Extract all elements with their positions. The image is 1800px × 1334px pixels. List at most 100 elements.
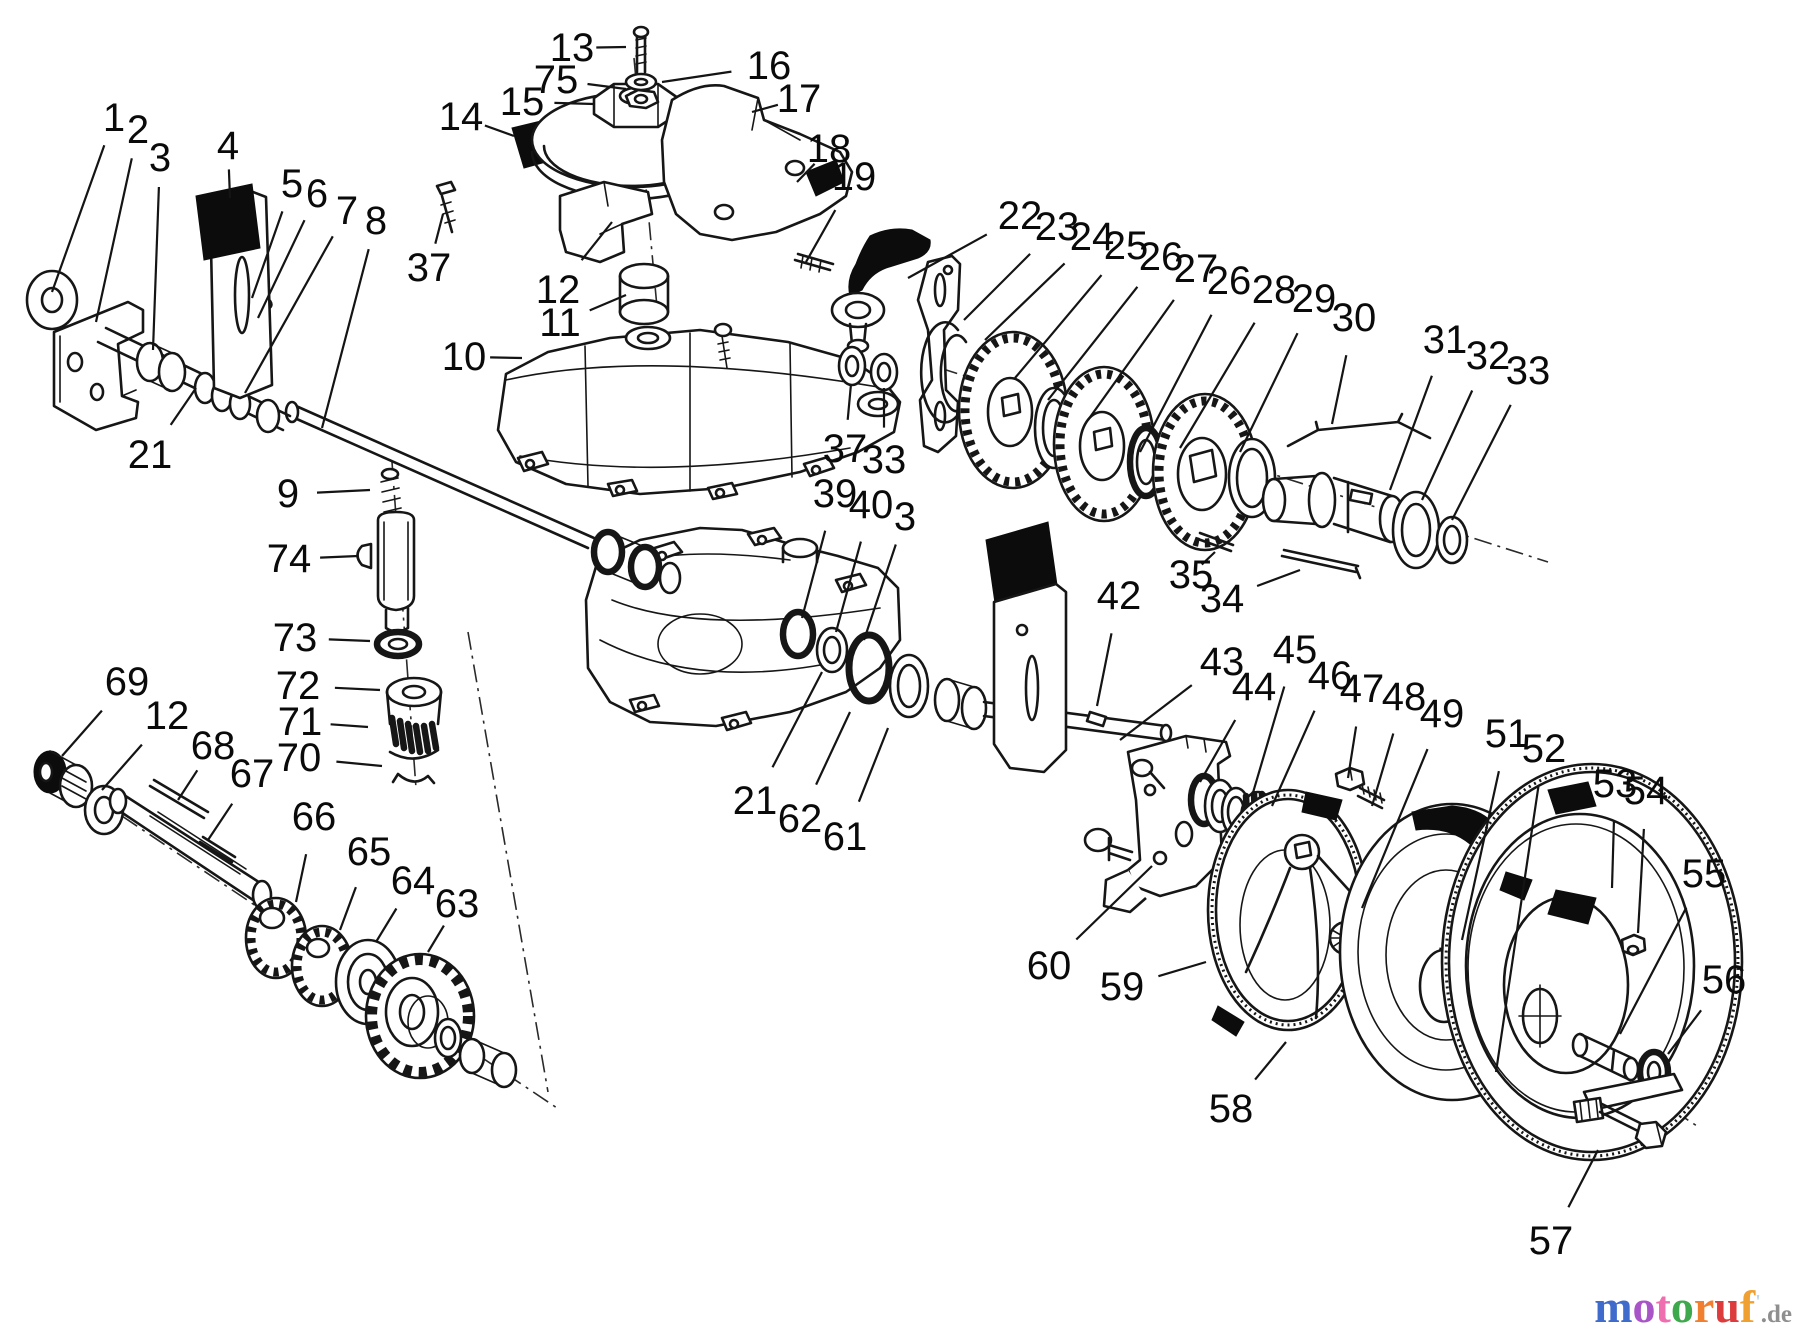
callout-6-5: 6 <box>306 172 328 216</box>
leader-73-57 <box>328 638 371 643</box>
leader-37-8 <box>434 213 445 244</box>
callout-54-51: 54 <box>1624 769 1669 813</box>
callout-46-44: 46 <box>1308 654 1353 698</box>
leader-7-6 <box>244 235 334 394</box>
leader-31-30 <box>1388 375 1433 491</box>
leader-40-36 <box>834 541 862 633</box>
leader-12-62 <box>101 743 143 791</box>
leader-49-47 <box>1360 748 1429 909</box>
callout-39-35: 39 <box>813 472 858 516</box>
callout-4-3: 4 <box>217 124 239 168</box>
leader-62-70 <box>815 711 851 786</box>
callout-33-32: 33 <box>1506 349 1551 393</box>
leader-15-10 <box>554 101 595 106</box>
leader-68-63 <box>177 769 199 801</box>
leader-3-2 <box>151 186 160 351</box>
leader-12-17 <box>580 221 613 261</box>
leader-18-15 <box>796 163 816 183</box>
callout-67-64: 67 <box>230 752 275 796</box>
leader-37-33 <box>846 383 853 420</box>
callout-29-28: 29 <box>1292 277 1337 321</box>
callout-62-70: 62 <box>778 797 823 841</box>
callout-30-29: 30 <box>1332 296 1377 340</box>
height-bracket-assembly <box>985 521 1108 774</box>
callout-35-38: 35 <box>1169 553 1214 597</box>
leader-9-55 <box>316 488 371 494</box>
leader-16-13 <box>661 70 732 84</box>
callout-12-17: 12 <box>536 268 581 312</box>
pinion-shaft-assembly <box>356 467 443 785</box>
leader-5-4 <box>250 211 284 299</box>
callout-3-37: 3 <box>894 495 916 539</box>
logo-letter: t <box>1655 1281 1671 1332</box>
leader-59-73 <box>1158 960 1207 978</box>
logo-letters: motoruf' <box>1594 1281 1761 1332</box>
leader-22-20 <box>907 233 988 279</box>
callout-5-4: 5 <box>281 162 303 206</box>
leader-53-50 <box>1610 821 1615 889</box>
logo-letter: m <box>1594 1281 1633 1332</box>
leader-11-18 <box>589 293 627 312</box>
leader-58-74 <box>1254 1041 1287 1081</box>
callout-16-13: 16 <box>747 44 792 88</box>
leader-35-38 <box>1201 551 1216 566</box>
callout-32-31: 32 <box>1466 334 1511 378</box>
leader-4-3 <box>227 169 232 199</box>
callout-55-52: 55 <box>1682 852 1727 896</box>
leader-69-61 <box>61 709 103 757</box>
leader-19-16 <box>805 209 837 263</box>
callout-71-59: 71 <box>278 700 323 744</box>
callout-75-11: 75 <box>534 58 579 102</box>
upper-gear-case <box>496 262 902 501</box>
callout-28-27: 28 <box>1252 268 1297 312</box>
callout-18-15: 18 <box>807 127 852 171</box>
callout-27-25: 27 <box>1174 247 1219 291</box>
leader-66-65 <box>294 853 308 903</box>
callout-3-2: 3 <box>149 136 171 180</box>
callout-21-69: 21 <box>733 779 778 823</box>
leader-29-28 <box>1239 332 1299 453</box>
callout-8-7: 8 <box>365 199 387 243</box>
leader-34-39 <box>1256 568 1301 588</box>
logo-letter: r <box>1693 1281 1715 1332</box>
callout-26-26: 26 <box>1207 259 1252 303</box>
callout-1-0: 1 <box>103 96 125 140</box>
logo-letter: o <box>1632 1281 1656 1332</box>
callout-34-39: 34 <box>1200 577 1245 621</box>
callout-59-73: 59 <box>1100 965 1145 1009</box>
pulley-assembly <box>435 25 854 273</box>
callout-9-55: 9 <box>277 472 299 516</box>
callout-52-49: 52 <box>1522 727 1567 771</box>
shift-lever-assembly <box>830 228 962 454</box>
leader-56-53 <box>1667 1009 1702 1055</box>
callout-2-1: 2 <box>127 108 149 152</box>
leader-51-48 <box>1460 770 1500 941</box>
leader-67-64 <box>207 803 234 841</box>
callout-73-57: 73 <box>273 616 318 660</box>
callout-17-14: 17 <box>777 77 822 121</box>
leader-65-66 <box>338 886 357 931</box>
leader-60-72 <box>1075 865 1153 941</box>
leader-25-23 <box>1014 274 1103 379</box>
callout-45-43: 45 <box>1273 628 1318 672</box>
callout-37-33: 37 <box>823 427 868 471</box>
callout-12-62: 12 <box>145 694 190 738</box>
callout-56-53: 56 <box>1702 958 1747 1002</box>
callout-23-21: 23 <box>1035 205 1080 249</box>
leader-46-44 <box>1270 710 1316 807</box>
leader-42-40 <box>1095 633 1113 707</box>
leader-43-41 <box>1119 684 1193 741</box>
leader-33-32 <box>1451 404 1512 521</box>
callout-53-50: 53 <box>1593 762 1638 806</box>
callout-40-36: 40 <box>849 483 894 527</box>
leader-2-1 <box>94 158 133 323</box>
callout-31-30: 31 <box>1423 318 1468 362</box>
callout-26-24: 26 <box>1139 235 1184 279</box>
callout-14-9: 14 <box>439 95 484 139</box>
leader-1-0 <box>50 144 106 293</box>
leader-8-7 <box>320 248 370 429</box>
leader-32-31 <box>1421 390 1474 501</box>
wheel-tire <box>1440 762 1744 1162</box>
leader-30-29 <box>1330 354 1348 425</box>
